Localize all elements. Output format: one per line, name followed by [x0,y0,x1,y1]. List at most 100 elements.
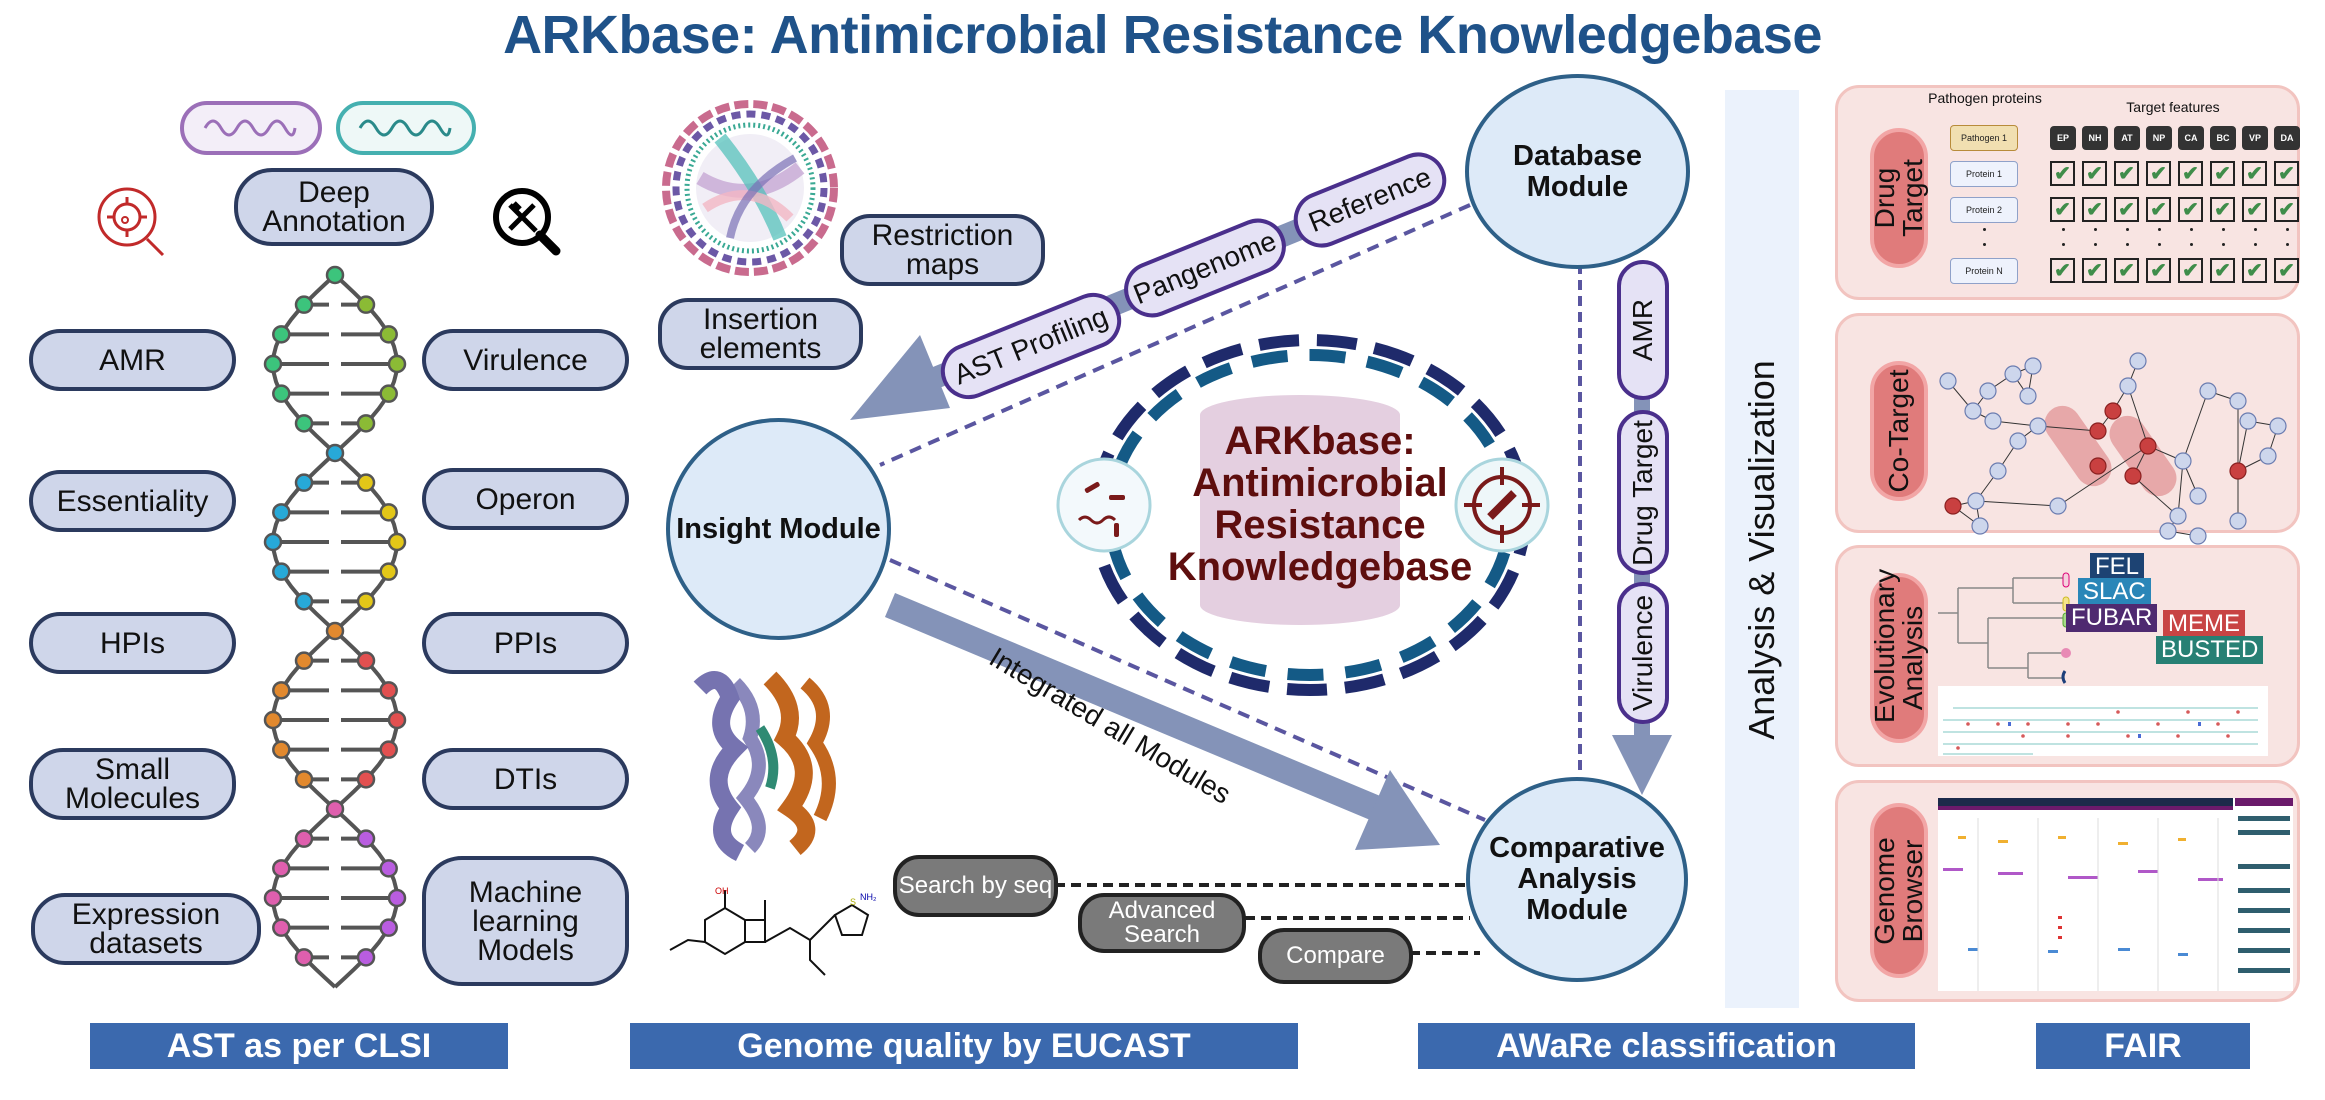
dna-node [294,295,314,314]
checkmark-icon: ✔ [2210,197,2235,222]
pill-insertion-elements: Insertion elements [658,298,863,370]
network-edge [2127,385,2149,447]
checkmark-icon: ✔ [2242,258,2267,283]
dna-node [272,503,291,522]
network-edge [2182,390,2209,462]
pill-amr: AMR [29,329,236,391]
protein-label: Protein 2 [1950,197,2018,223]
analysis-visualization-strip [1725,90,1799,1008]
dna-node [263,532,283,552]
dna-node [356,948,376,967]
drug-target-tag: Drug Target [1869,128,1928,268]
banner-genome-quality: Genome quality by EUCAST [630,1023,1298,1069]
checkmark-icon: ✔ [2146,258,2171,283]
search-by-seq-button[interactable]: Search by seq [893,855,1058,917]
dna-magnifier-icon [493,188,561,256]
svg-text:NH₂: NH₂ [860,892,877,902]
ellipsis-dot [2062,243,2065,246]
dashed-database-insight [879,203,1471,467]
network-node [2129,352,2147,370]
network-node-target [2229,462,2247,480]
insight-module[interactable]: Insight Module [666,418,891,640]
network-node [2119,377,2137,395]
vertical-pill-amr: AMR [1617,260,1669,400]
alignment-chart [1938,686,2268,756]
dna-node [379,681,398,700]
feature-badge-nh: NH [2082,126,2108,150]
analysis-visualization-label: Analysis & Visualization [1741,360,1782,740]
checkmark-icon: ✔ [2050,161,2075,186]
network-node [2174,452,2192,470]
network-edge [2037,425,2099,432]
dna-node [272,562,291,581]
dna-node [263,888,283,908]
method-tag-busted: BUSTED [2156,636,2264,664]
dna-node [294,651,314,670]
dna-node [387,354,407,374]
network-node [2239,412,2257,430]
network-node [2029,417,2047,435]
center-title: ARKbase: Antimicrobial Resistance Knowle… [1167,419,1473,589]
dna-node [387,888,407,908]
dna-node [325,621,345,641]
pill-dtis: DTIs [422,748,629,810]
arrowhead-comparative [1355,770,1440,850]
pill-essentiality: Essentiality [29,470,236,532]
co-target-tag: Co-Target [1870,361,1928,501]
feature-badge-np: NP [2146,126,2172,150]
dna-node [356,651,376,670]
checkmark-icon: ✔ [2114,258,2139,283]
method-tag-fel: FEL [2090,553,2145,581]
advanced-search-button[interactable]: Advanced Search [1078,893,1246,953]
dna-node [263,710,283,730]
feature-badge-at: AT [2114,126,2140,150]
network-node [2229,512,2247,530]
ellipsis-dot [2222,228,2225,231]
dna-node [325,265,345,285]
method-tag-fubar: FUBAR [2066,604,2158,632]
dna-node [379,859,398,878]
dna-node [294,414,314,433]
network-node [2269,417,2287,435]
compare-button[interactable]: Compare [1258,928,1413,984]
checkmark-icon: ✔ [2274,258,2299,283]
database-module[interactable]: Database Module [1465,74,1690,269]
bacteria-circle-icon [1056,457,1152,553]
network-node-target [2139,437,2157,455]
feature-badge-ep: EP [2050,126,2076,150]
network-node [2004,365,2022,383]
checkmark-icon: ✔ [2242,161,2267,186]
drug-target-panel: Drug Target Pathogen proteins Target fea… [1835,85,2300,300]
checkmark-icon: ✔ [2178,258,2203,283]
dna-node [263,354,283,374]
comparative-analysis-module[interactable]: Comparative Analysis Module [1466,777,1688,982]
ellipsis-dot [2126,243,2129,246]
checkmark-icon: ✔ [2050,258,2075,283]
network-node [2229,392,2247,410]
genome-browser-screenshot [1938,798,2293,991]
pill-expression-datasets: Expression datasets [31,893,261,965]
pill-virulence: Virulence [422,329,629,391]
pill-restriction-maps: Restriction maps [840,214,1045,286]
checkmark-icon: ✔ [2178,161,2203,186]
dna-node [294,770,314,789]
checkmark-icon: ✔ [2050,197,2075,222]
network-node [1964,402,1982,420]
dna-node [272,681,291,700]
dna-node [379,918,398,937]
protein-label: Protein 1 [1950,161,2018,187]
checkmark-icon: ✔ [2210,161,2235,186]
network-node [2159,522,2177,540]
ellipsis-dot [2190,243,2193,246]
checkmark-icon: ✔ [2274,161,2299,186]
genome-browser-tag: Genome Browser [1869,803,1928,978]
ellipsis-dot [2094,228,2097,231]
dna-node [387,710,407,730]
drug-target-icon [1454,457,1550,553]
co-target-panel: Co-Target [1835,313,2300,545]
network-node [1979,382,1997,400]
dna-node [387,532,407,552]
arrowhead-insight [850,335,950,420]
network-node [1939,372,1957,390]
network-edge [2177,460,2184,517]
